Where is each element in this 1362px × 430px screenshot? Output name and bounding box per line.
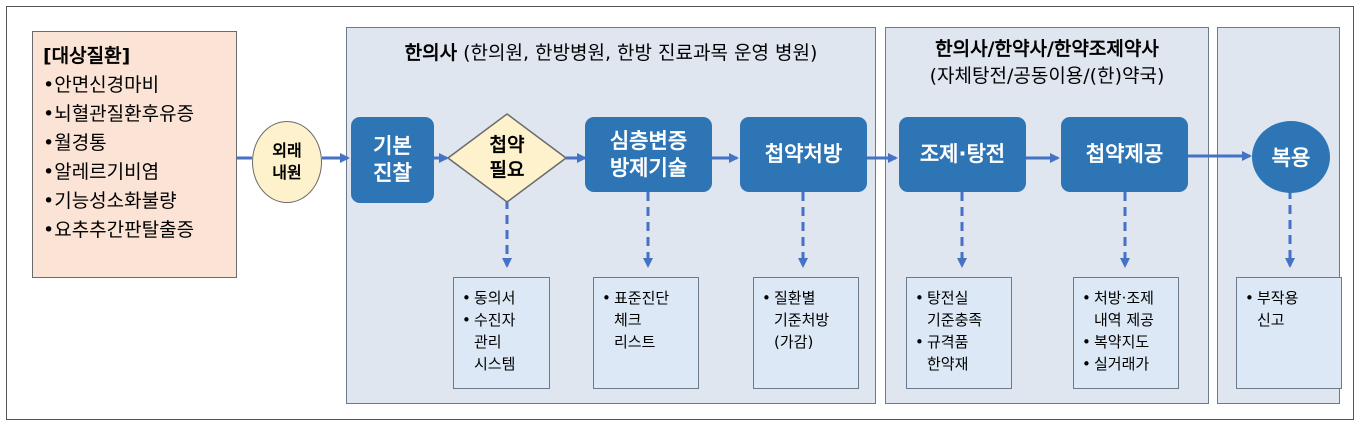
disease-item: •월경통 [43, 132, 107, 154]
preparation-node: 조제·탕전 [899, 117, 1026, 192]
note-facility: •탕전실 기준충족 •규격품 한약재 [906, 277, 1012, 389]
note-side-effect: •부작용 신고 [1236, 277, 1342, 389]
note-standard-rx: •질환별 기준처방 (가감) [753, 277, 859, 389]
doctor-panel-title: 한의사 (한의원, 한방병원, 한방 진료과목 운영 병원) [404, 42, 818, 64]
target-disease-box: [대상질환] •안면신경마비 •뇌혈관질환후유증 •월경통 •알레르기비염 •기… [32, 31, 237, 278]
decision-diamond [447, 113, 567, 203]
pharmacy-panel-title-1: 한의사/한약사/한약조제약사 [935, 38, 1159, 60]
prescription-node: 첩약처방 [740, 117, 867, 192]
note-consent: •동의서 •수진자 관리 시스템 [453, 277, 550, 389]
disease-item: •기능성소화불량 [43, 190, 177, 212]
disease-item: •안면신경마비 [43, 74, 160, 96]
disease-item: •요추추간판탈출증 [43, 219, 195, 241]
provision-node: 첩약제공 [1061, 117, 1188, 192]
disease-title: [대상질환] [43, 45, 131, 67]
pharmacy-panel-title-2: (자체탕전/공동이용/(한)약국) [929, 65, 1165, 87]
note-provision-info: •처방·조제 내역 제공 •복약지도 •실거래가 [1073, 277, 1179, 389]
intake-node: 복용 [1252, 121, 1330, 193]
note-checklist: •표준진단 체크 리스트 [593, 277, 699, 389]
disease-item: •뇌혈관질환후유증 [43, 103, 195, 125]
disease-item: •알레르기비염 [43, 161, 160, 183]
outer-frame [6, 6, 1354, 420]
